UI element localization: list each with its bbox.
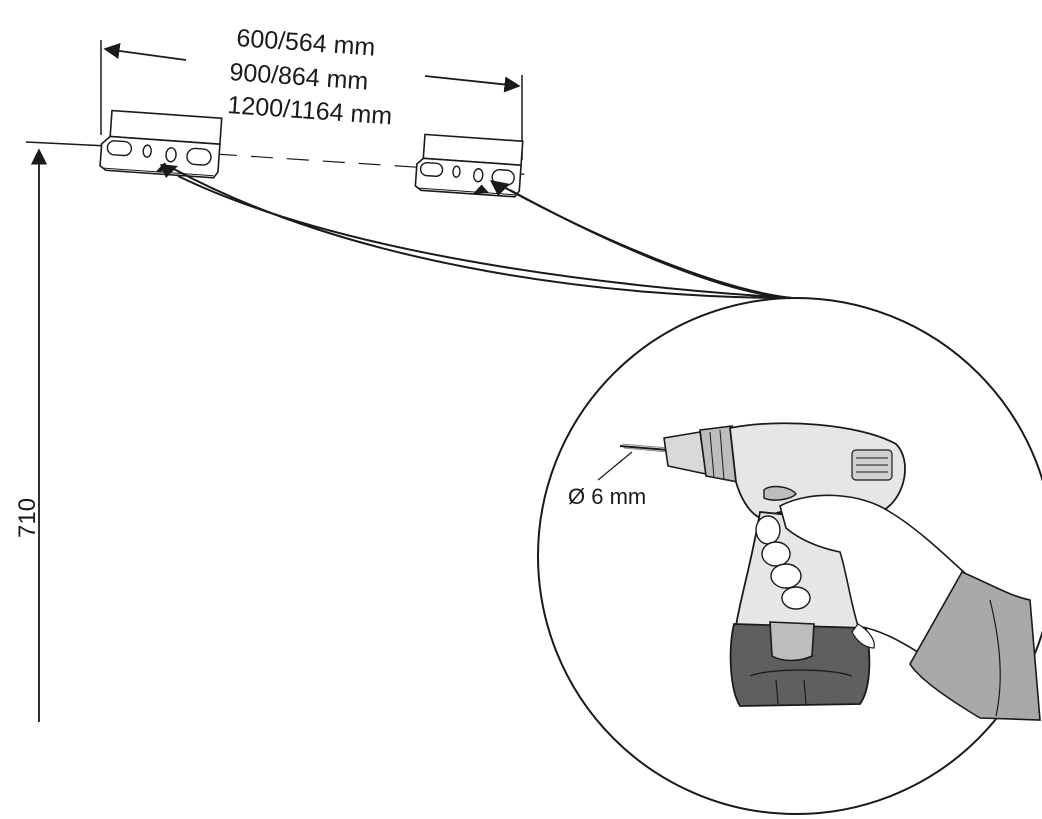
width-dimension: 600/564 mm 900/864 mm 1200/1164 mm: [100, 24, 523, 160]
wall-bracket-icon: [99, 109, 223, 179]
left-width-arrow: [103, 42, 187, 61]
width-option-1: 600/564 mm: [236, 24, 377, 62]
height-label: 710: [14, 498, 41, 538]
drill-bit-callout: Ø 6 mm: [568, 451, 646, 509]
leader-lines: [160, 164, 793, 299]
magnified-detail: [537, 297, 1042, 815]
drill-bit-label: Ø 6 mm: [568, 484, 646, 509]
width-option-2: 900/864 mm: [229, 58, 370, 96]
width-option-3: 1200/1164 mm: [227, 91, 393, 130]
sleeve: [909, 570, 1041, 721]
right-width-arrow: [424, 75, 521, 93]
height-dimension: 710: [14, 148, 48, 722]
hand-icon: [755, 494, 967, 662]
